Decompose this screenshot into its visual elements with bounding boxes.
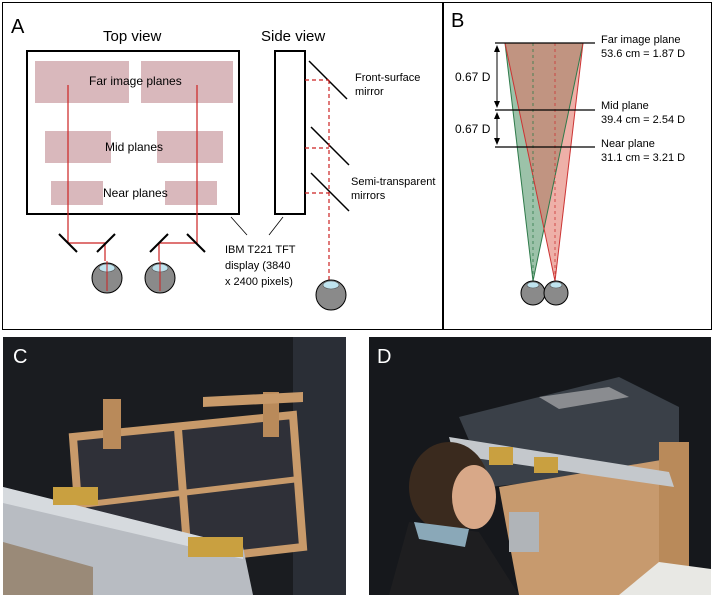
far-plane-right xyxy=(141,61,233,103)
mid-planes-label: Mid planes xyxy=(105,140,163,154)
mid-plane-left xyxy=(45,131,111,163)
right-eye-frustum xyxy=(505,43,583,281)
display-leader-left xyxy=(230,216,248,236)
near-plane-value: 31.1 cm = 3.21 D xyxy=(601,152,685,164)
right-frustum-edge-inner xyxy=(504,42,556,282)
far-planes-label: Far image planes xyxy=(89,74,182,88)
panel-a: A Top view Side view Far image planes Mi… xyxy=(2,2,444,330)
near-planes-label: Near planes xyxy=(103,186,168,200)
mirror-left-outer xyxy=(58,233,78,253)
ray-right-eye xyxy=(158,85,198,261)
left-frustum-edge-inner xyxy=(532,42,584,282)
semi-mirror-label-1: Semi-transparent xyxy=(351,176,435,188)
gap1-arrow-head-top xyxy=(494,45,500,52)
panel-c-letter: C xyxy=(13,346,27,368)
mirror-right-inner xyxy=(149,233,169,253)
panel-b-diagram: B 0.67 D 0.67 D Far image plane 53.6 cm … xyxy=(451,10,685,306)
gap2-label: 0.67 D xyxy=(455,122,491,136)
front-mirror-label-2: mirror xyxy=(355,86,384,98)
near-plane-right xyxy=(165,181,217,205)
eye-b-right-lens xyxy=(549,281,563,289)
photo-d-observer: D xyxy=(369,337,711,595)
mirror-right-outer xyxy=(186,233,206,253)
photo-c-image: C xyxy=(3,337,346,595)
eye-side xyxy=(315,279,347,311)
gap2-arrow-head-top xyxy=(494,112,500,119)
mid-plane-value: 39.4 cm = 2.54 D xyxy=(601,114,685,126)
semi-mirror-label-2: mirrors xyxy=(351,190,386,202)
gap2-arrow-head-bottom xyxy=(494,138,500,145)
semi-mirror-2 xyxy=(310,172,350,212)
panel-d-letter: D xyxy=(377,346,391,368)
panel-b: B 0.67 D 0.67 D Far image plane 53.6 cm … xyxy=(442,2,712,330)
side-view-display xyxy=(274,50,306,215)
panel-a-letter: A xyxy=(11,16,25,38)
near-plane-left xyxy=(51,181,103,205)
ray-left-eye xyxy=(67,85,106,261)
near-plane-label: Near plane xyxy=(601,138,655,150)
top-view-title: Top view xyxy=(103,28,162,45)
mirror-left-inner xyxy=(96,233,116,253)
panel-b-letter: B xyxy=(451,10,464,32)
far-plane-value: 53.6 cm = 1.87 D xyxy=(601,48,685,60)
far-plane-left xyxy=(35,61,129,103)
eye-b-right xyxy=(543,280,569,306)
photo-d-image: D xyxy=(369,337,711,595)
gap1-label: 0.67 D xyxy=(455,70,491,84)
display-label-3: x 2400 pixels) xyxy=(225,276,293,288)
photo-c-apparatus: C xyxy=(3,337,346,595)
front-mirror-label-1: Front-surface xyxy=(355,72,420,84)
display-label-2: display (3840 xyxy=(225,260,290,272)
semi-mirror-1 xyxy=(310,126,350,166)
panel-a-diagram: A Top view Side view Far image planes Mi… xyxy=(11,16,435,311)
right-frustum-edge-outer xyxy=(554,42,584,282)
far-plane-label: Far image plane xyxy=(601,34,681,46)
mid-plane-label: Mid plane xyxy=(601,100,649,112)
display-leader-right xyxy=(268,216,284,236)
display-label-1: IBM T221 TFT xyxy=(225,244,296,256)
eye-b-left-lens xyxy=(526,281,540,289)
side-view-title: Side view xyxy=(261,28,325,45)
gap1-arrow-head-bottom xyxy=(494,101,500,108)
left-frustum-edge-outer xyxy=(504,42,534,282)
eye-side-lens xyxy=(322,280,340,290)
mid-plane-right xyxy=(157,131,223,163)
